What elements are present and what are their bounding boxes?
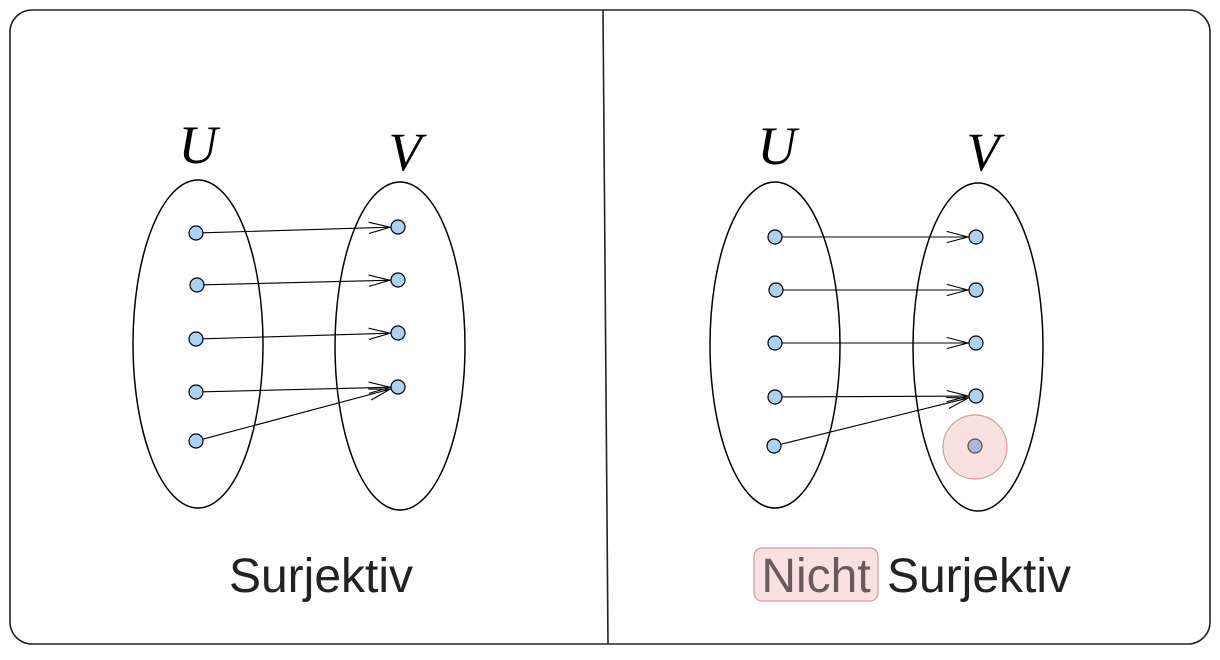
mapping-arrows (202, 221, 393, 440)
codomain-point (968, 335, 984, 351)
arrow-head (946, 389, 971, 403)
arrow-head (946, 396, 971, 410)
domain-point (768, 282, 784, 298)
panel-not-surjective: U V Nicht Surjektiv (709, 116, 1071, 603)
domain-point (189, 277, 205, 293)
set-points (766, 229, 984, 454)
set-points (188, 219, 406, 449)
caption-surjective: Surjektiv (887, 550, 1071, 603)
set-u-label: U (758, 116, 800, 176)
caption-negation: Nicht (761, 550, 870, 603)
set-u-ellipse (132, 179, 264, 509)
outer-frame (9, 9, 1211, 645)
domain-point (767, 335, 783, 351)
mapping-arrow (202, 332, 391, 340)
arrow-head (368, 221, 393, 235)
codomain-point (968, 388, 984, 404)
set-v-ellipse (912, 182, 1044, 512)
arrow-head (368, 274, 393, 287)
mapping-arrow (202, 226, 391, 234)
panel-surjective: U V Surjektiv (132, 115, 466, 603)
arrow-head (946, 230, 971, 244)
negation-highlight-box (753, 547, 879, 602)
domain-point (767, 389, 783, 405)
set-u-label: U (179, 115, 221, 175)
domain-point (188, 225, 204, 241)
caption-surjective: Surjektiv (229, 550, 413, 603)
mapping-arrow (202, 388, 391, 440)
codomain-point (968, 282, 984, 298)
domain-point (766, 438, 782, 454)
arrow-head (946, 283, 971, 297)
mapping-arrows (780, 230, 971, 445)
arrow-head (946, 336, 971, 350)
set-v-label: V (967, 122, 1006, 182)
codomain-point (968, 229, 984, 245)
domain-point (188, 331, 204, 347)
codomain-point (390, 219, 406, 235)
mapping-arrow (780, 397, 969, 445)
set-v-ellipse (334, 181, 466, 511)
codomain-point (390, 272, 406, 288)
mapping-arrow (202, 386, 391, 393)
panel-divider (602, 9, 609, 645)
codomain-point (390, 379, 406, 395)
domain-point (188, 433, 204, 449)
set-v-label: V (389, 122, 428, 182)
mapping-arrow (781, 395, 969, 398)
domain-point (188, 384, 204, 400)
arrow-head (368, 327, 393, 341)
arrow-head (368, 381, 393, 394)
codomain-point (390, 325, 406, 341)
mapping-arrow (203, 279, 391, 286)
unmapped-codomain-point (967, 438, 983, 454)
arrow-head (368, 388, 393, 401)
set-u-ellipse (709, 181, 841, 509)
domain-point (767, 229, 783, 245)
